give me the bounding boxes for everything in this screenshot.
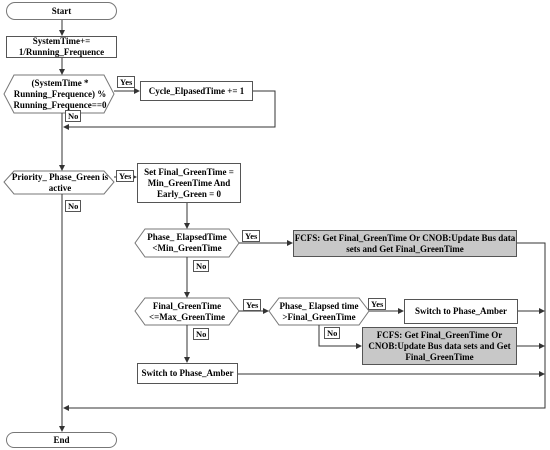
fcfs-bottom-box: FCFS: Get Final_GreenTime Or CNOB:Update… (362, 327, 517, 365)
label-yes-cycle: Yes (117, 76, 136, 88)
decision-priority-shape (3, 170, 115, 195)
label-yes-priority: Yes (116, 170, 135, 182)
label-no-priority: No (65, 200, 82, 212)
decision-elapsed-final-label: Phase_ Elapsed time >Final_GreenTime (279, 300, 359, 322)
decision-priority: Priority_ Phase_Green is active (10, 171, 110, 194)
decision-cycle-label: (SystemTime * Running_Frequence) % Runni… (13, 77, 107, 110)
set-green-label: Set Final_GreenTime = Min_GreenTime And … (144, 166, 234, 199)
switch-amber-right-label: Switch to Phase_Amber (415, 306, 507, 316)
cycle-increment-label: Cycle_ElpasedTime += 1 (148, 85, 245, 96)
decision-max-green: Final_GreenTime <=Max_GreenTime (141, 298, 233, 325)
label-no-cycle: No (65, 110, 82, 122)
label-no-min-green: No (193, 260, 210, 272)
start-terminal: Start (6, 2, 117, 20)
decision-cycle: (SystemTime * Running_Frequence) % Runni… (10, 75, 110, 113)
start-label: Start (51, 5, 72, 16)
fcfs-bottom-label: FCFS: Get Final_GreenTime Or CNOB:Update… (368, 329, 511, 362)
edge-cycle-return (63, 90, 276, 130)
fcfs-top-label: FCFS: Get Final_GreenTime Or CNOB:Update… (294, 232, 516, 254)
systemtime-update-label: SystemTime+= 1/Running_Frequence (18, 36, 105, 57)
decision-cycle-shape (3, 74, 115, 114)
label-yes-elapsed-final: Yes (368, 298, 387, 310)
decision-elapsed-final: Phase_ Elapsed time >Final_GreenTime (274, 298, 364, 325)
decision-min-green: Phase_ ElapsedTime <Min_GreenTime (141, 229, 233, 257)
set-green-box: Set Final_GreenTime = Min_GreenTime And … (137, 163, 241, 203)
edge-fcfs-top-return (63, 242, 546, 411)
decision-max-green-shape (134, 297, 240, 326)
decision-priority-label: Priority_ Phase_Green is active (11, 171, 109, 193)
cycle-increment-box: Cycle_ElpasedTime += 1 (140, 81, 253, 101)
decision-min-green-shape (134, 228, 240, 258)
label-yes-min-green: Yes (242, 230, 261, 242)
switch-amber-left-box: Switch to Phase_Amber (137, 363, 238, 384)
decision-min-green-label: Phase_ ElapsedTime <Min_GreenTime (147, 232, 227, 253)
fcfs-top-box: FCFS: Get Final_GreenTime Or CNOB:Update… (293, 230, 517, 257)
switch-amber-right-box: Switch to Phase_Amber (404, 299, 518, 324)
decision-elapsed-final-shape (268, 297, 370, 326)
systemtime-update-box: SystemTime+= 1/Running_Frequence (6, 36, 117, 58)
label-no-elapsed-final: No (324, 327, 341, 339)
label-yes-max-green: Yes (243, 299, 262, 311)
label-no-max-green: No (193, 328, 210, 340)
end-terminal: End (6, 432, 117, 448)
switch-amber-left-label: Switch to Phase_Amber (141, 368, 234, 378)
end-label: End (53, 434, 70, 445)
decision-max-green-label: Final_GreenTime <=Max_GreenTime (149, 300, 225, 322)
edge-elapsed-no (318, 325, 362, 349)
